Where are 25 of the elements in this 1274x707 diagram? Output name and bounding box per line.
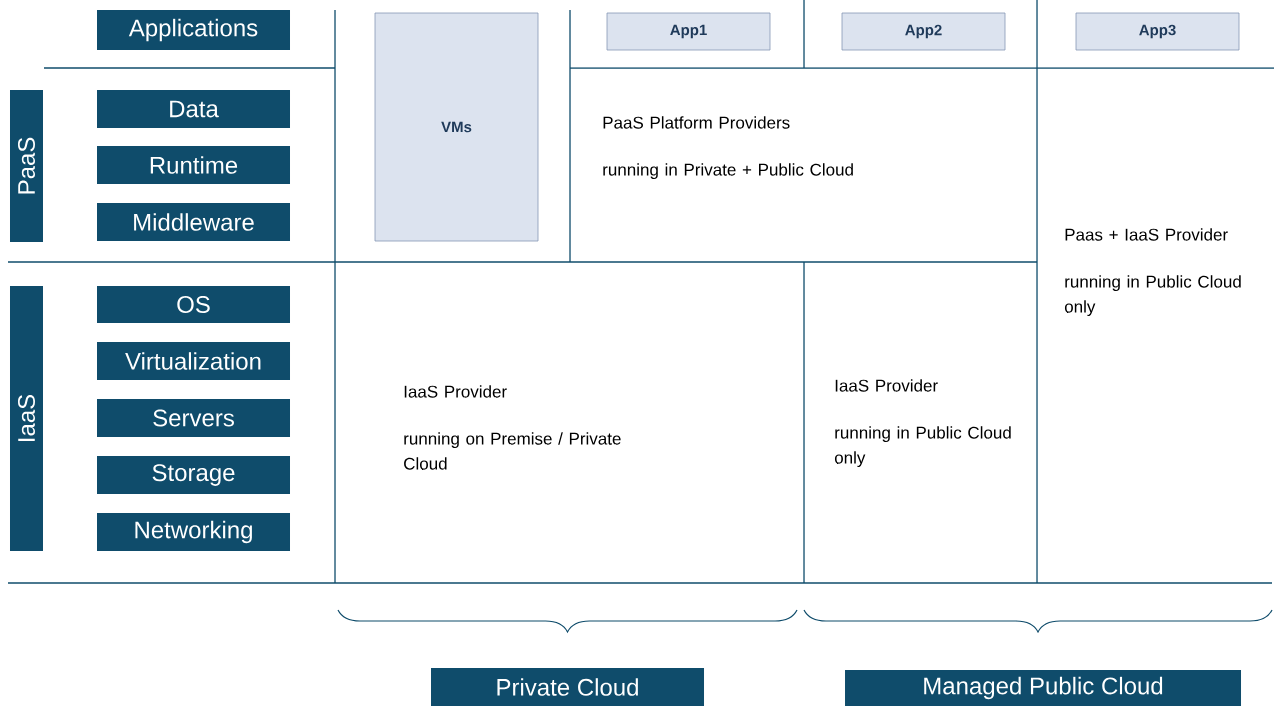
- label-box: Runtime: [97, 146, 290, 184]
- description-text: IaaS Provider: [404, 385, 507, 398]
- label-box: Virtualization: [97, 342, 290, 380]
- description-text: running on Premise / Private Cloud: [404, 432, 621, 470]
- description-text: running in Public Cloud only: [1064, 275, 1241, 317]
- vertical-label-box: IaaS: [10, 286, 43, 551]
- vertical-label-box: PaaS: [10, 90, 43, 242]
- label-box: Data: [97, 90, 290, 128]
- app-box: App2: [841, 12, 1006, 51]
- label-box: Storage: [97, 456, 290, 494]
- label-box: Servers: [97, 399, 290, 437]
- app-box: App1: [606, 12, 771, 51]
- description-text: IaaS Provider: [835, 379, 938, 392]
- label-box: OS: [97, 286, 290, 323]
- label-box: Applications: [97, 10, 290, 50]
- app-box: App3: [1075, 12, 1240, 51]
- description-text: Paas + IaaS Provider: [1065, 228, 1228, 241]
- label-box: Managed Public Cloud: [845, 670, 1241, 706]
- description-text: running in Public Cloud only: [834, 426, 1011, 468]
- vm-box: VMs: [374, 12, 539, 242]
- label-box: Middleware: [97, 203, 290, 241]
- description-text: running in Private + Public Cloud: [603, 163, 853, 180]
- description-text: PaaS Platform Providers: [603, 116, 790, 129]
- label-box: Private Cloud: [431, 668, 704, 706]
- label-box: Networking: [97, 513, 290, 551]
